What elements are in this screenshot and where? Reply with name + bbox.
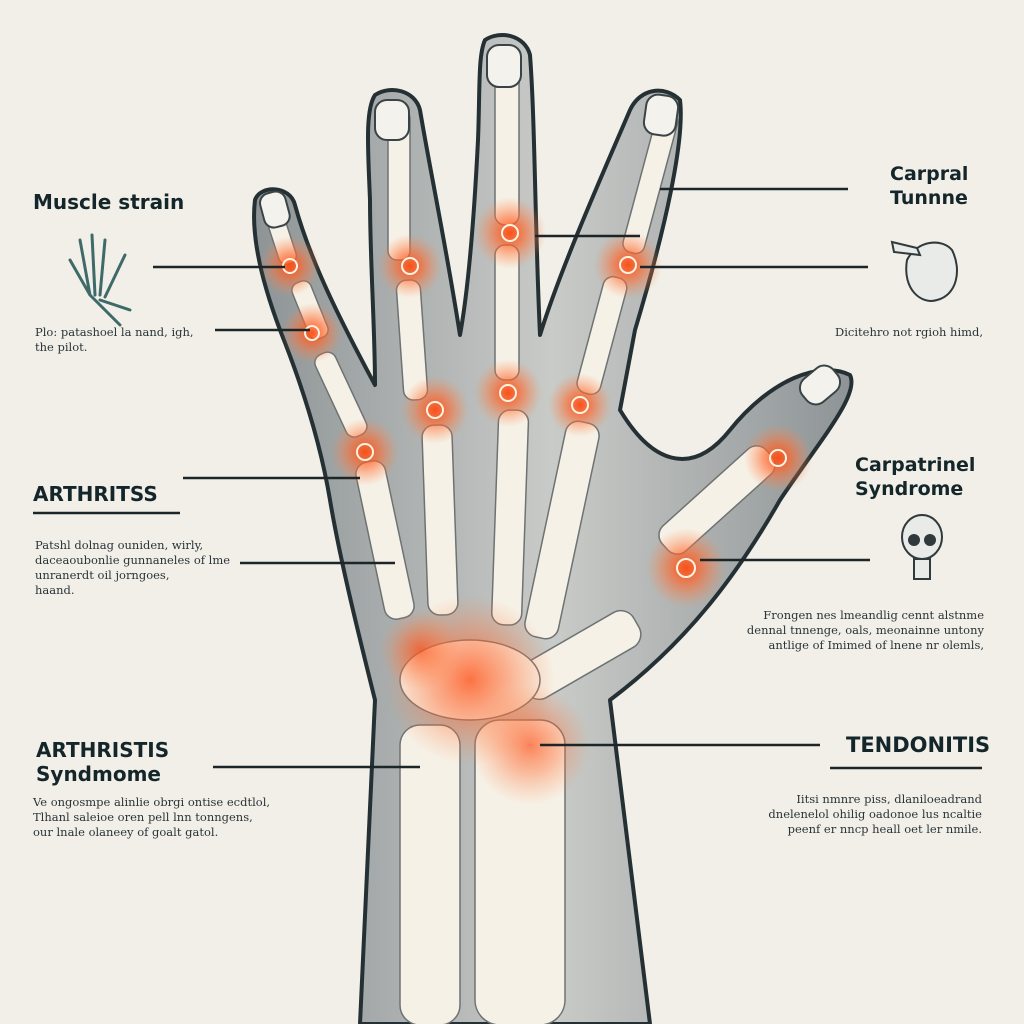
- label-desc-muscle-strain: Plo: patashoel la nand, igh, the pilot.: [35, 325, 194, 354]
- title-line: Syndmome: [36, 762, 161, 786]
- desc-line: peenf er nncp heall oet ler nmile.: [787, 822, 982, 836]
- label-desc-tendonitis: Iitsi nmnre piss, dlaniloeadrand dnelene…: [768, 792, 982, 837]
- desc-line: Frongen nes lmeandlig cennt alstnme: [763, 608, 984, 622]
- desc-line: daceaoubonlie gunnaneles of lme: [35, 553, 231, 567]
- title-line: Syndrome: [855, 478, 964, 500]
- label-desc-carpal-syndrome: Frongen nes lmeandlig cennt alstnme denn…: [747, 608, 984, 653]
- label-desc-arthritis: Patshl dolnag ouniden, wirly, daceaoubon…: [35, 538, 230, 598]
- desc-line: dennal tnnenge, oals, meonainne untony: [746, 623, 984, 637]
- label-title-tendonitis: TENDONITIS: [846, 733, 991, 757]
- inflammation-points: [260, 197, 812, 805]
- desc-line: unranerdt oil jorngoes,: [35, 568, 170, 582]
- label-title-muscle-strain: Muscle strain: [33, 190, 185, 214]
- desc-line: our lnale olaneey of goalt gatol.: [33, 825, 219, 839]
- leader-lines: [33, 187, 982, 770]
- label-title-arthritis-syndrome: ARTHRISTIS Syndmome: [36, 738, 169, 786]
- label-title-carpal-tunnel: Carpral Tunnne: [890, 162, 968, 210]
- label-title-arthritis: ARTHRITSS: [33, 482, 158, 506]
- heart-icon: [890, 240, 958, 302]
- title-line: Carpral: [890, 163, 969, 185]
- small-hand-icon: [68, 233, 132, 327]
- desc-line: haand.: [35, 583, 75, 597]
- title-line: Carpatrinel: [855, 454, 976, 476]
- desc-line: Ve ongosmpe alinlie obrgi ontise ecdtlol…: [33, 795, 271, 809]
- label-desc-carpal-tunnel: Dicitehro not rgioh himd,: [835, 325, 984, 339]
- desc-line: antlige of Imimed of lnene nr olemls,: [768, 638, 984, 652]
- fingernails: [259, 44, 842, 406]
- title-line: Tunnne: [890, 187, 968, 209]
- desc-line: Patshl dolnag ouniden, wirly,: [35, 538, 204, 552]
- desc-line: Iitsi nmnre piss, dlaniloeadrand: [796, 792, 982, 806]
- skull-icon: [901, 514, 943, 580]
- desc-line: Tlhanl saleioe oren pell lnn tonngens,: [33, 810, 253, 824]
- label-title-carpal-syndrome: Carpatrinel Syndrome: [855, 453, 975, 501]
- label-desc-arthritis-syndrome: Ve ongosmpe alinlie obrgi ontise ecdtlol…: [33, 795, 270, 840]
- desc-line: dnelenelol ohilig oadonoe lus ncaltie: [768, 807, 982, 821]
- title-line: ARTHRISTIS: [36, 738, 170, 762]
